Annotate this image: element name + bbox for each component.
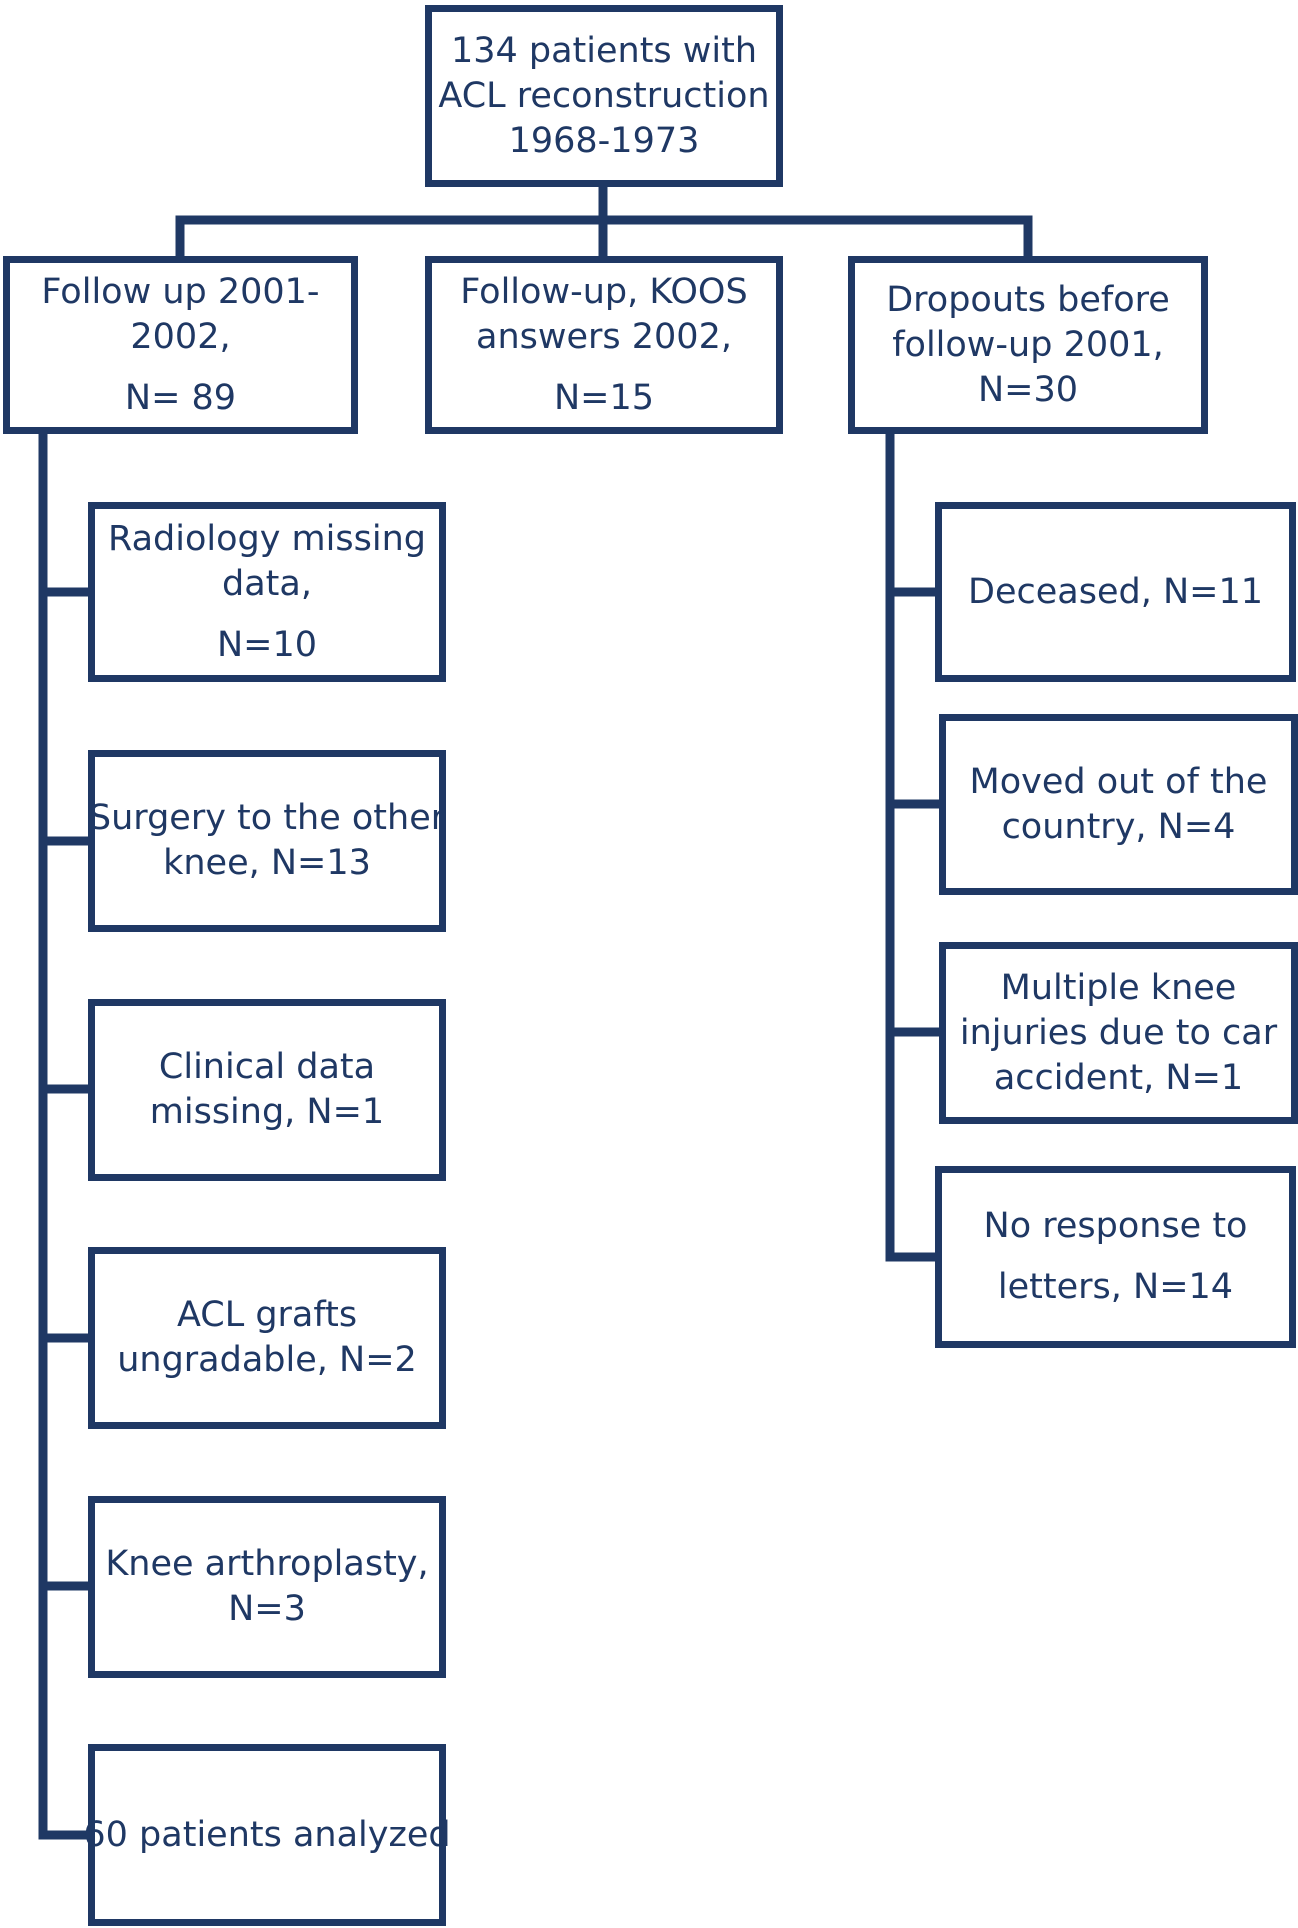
exclusion-clinical-line-1: Clinical data — [158, 1047, 376, 1087]
dropout-injuries-line-3: accident, N=1 — [993, 1057, 1244, 1098]
follow-up-box: Follow up 2001- 2002, N= 89 — [3, 256, 358, 434]
exclusion-grafts-box: ACL grafts ungradable, N=2 — [88, 1247, 446, 1429]
dropouts-line-3: N=30 — [977, 369, 1079, 410]
dropout-no-response-line-1: No response to — [983, 1206, 1248, 1246]
dropouts-box: Dropouts before follow-up 2001, N=30 — [848, 256, 1208, 434]
dropout-moved-line-1: Moved out of the — [969, 761, 1268, 802]
exclusion-surgery-line-1: Surgery to the other — [88, 798, 446, 838]
dropout-moved-line-2: country, N=4 — [1001, 806, 1236, 847]
koos-count: N=15 — [553, 377, 655, 418]
koos-line-2: answers 2002, — [476, 316, 732, 357]
follow-up-line-2: 2002, — [130, 316, 231, 357]
exclusion-radiology-box: Radiology missing data, N=10 — [88, 502, 446, 682]
dropout-injuries-line-1: Multiple knee — [1000, 967, 1237, 1008]
dropouts-line-2: follow-up 2001, — [892, 324, 1164, 365]
dropout-no-response-box: No response to letters, N=14 — [935, 1166, 1296, 1348]
root-line-3: 1968-1973 — [508, 120, 700, 161]
exclusion-surgery-line-2: knee, N=13 — [163, 843, 371, 883]
dropout-moved-box: Moved out of the country, N=4 — [939, 714, 1298, 895]
exclusion-radiology-line-1: Radiology missing — [108, 518, 426, 559]
dropout-injuries-box: Multiple knee injuries due to car accide… — [939, 942, 1298, 1124]
follow-up-count: N= 89 — [124, 377, 237, 418]
analyzed-line-1: 60 patients analyzed — [83, 1814, 451, 1855]
root-box: 134 patients with ACL reconstruction 196… — [425, 5, 783, 187]
dropout-deceased-box: Deceased, N=11 — [935, 502, 1296, 682]
exclusion-clinical-box: Clinical data missing, N=1 — [88, 999, 446, 1181]
dropout-no-response-line-2: letters, N=14 — [997, 1267, 1234, 1307]
exclusion-radiology-line-2: data, — [222, 563, 312, 604]
exclusion-arthroplasty-box: Knee arthroplasty, N=3 — [88, 1496, 446, 1678]
exclusion-surgery-box: Surgery to the other knee, N=13 — [88, 750, 446, 932]
analyzed-box: 60 patients analyzed — [83, 1744, 451, 1926]
follow-up-line-1: Follow up 2001- — [41, 271, 320, 312]
koos-line-1: Follow-up, KOOS — [460, 271, 748, 312]
exclusion-grafts-line-2: ungradable, N=2 — [117, 1340, 417, 1380]
root-line-1: 134 patients with — [450, 30, 758, 71]
exclusion-arthroplasty-line-1: Knee arthroplasty, — [105, 1544, 429, 1584]
exclusion-arthroplasty-line-2: N=3 — [228, 1589, 306, 1629]
exclusion-radiology-count: N=10 — [216, 624, 318, 665]
dropout-injuries-line-2: injuries due to car — [959, 1012, 1278, 1053]
exclusion-grafts-line-1: ACL grafts — [176, 1295, 358, 1335]
koos-box: Follow-up, KOOS answers 2002, N=15 — [425, 256, 783, 434]
dropout-deceased-line-1: Deceased, N=11 — [968, 571, 1263, 612]
exclusion-clinical-line-2: missing, N=1 — [149, 1092, 385, 1132]
dropouts-line-1: Dropouts before — [886, 279, 1170, 320]
root-line-2: ACL reconstruction — [438, 75, 770, 116]
